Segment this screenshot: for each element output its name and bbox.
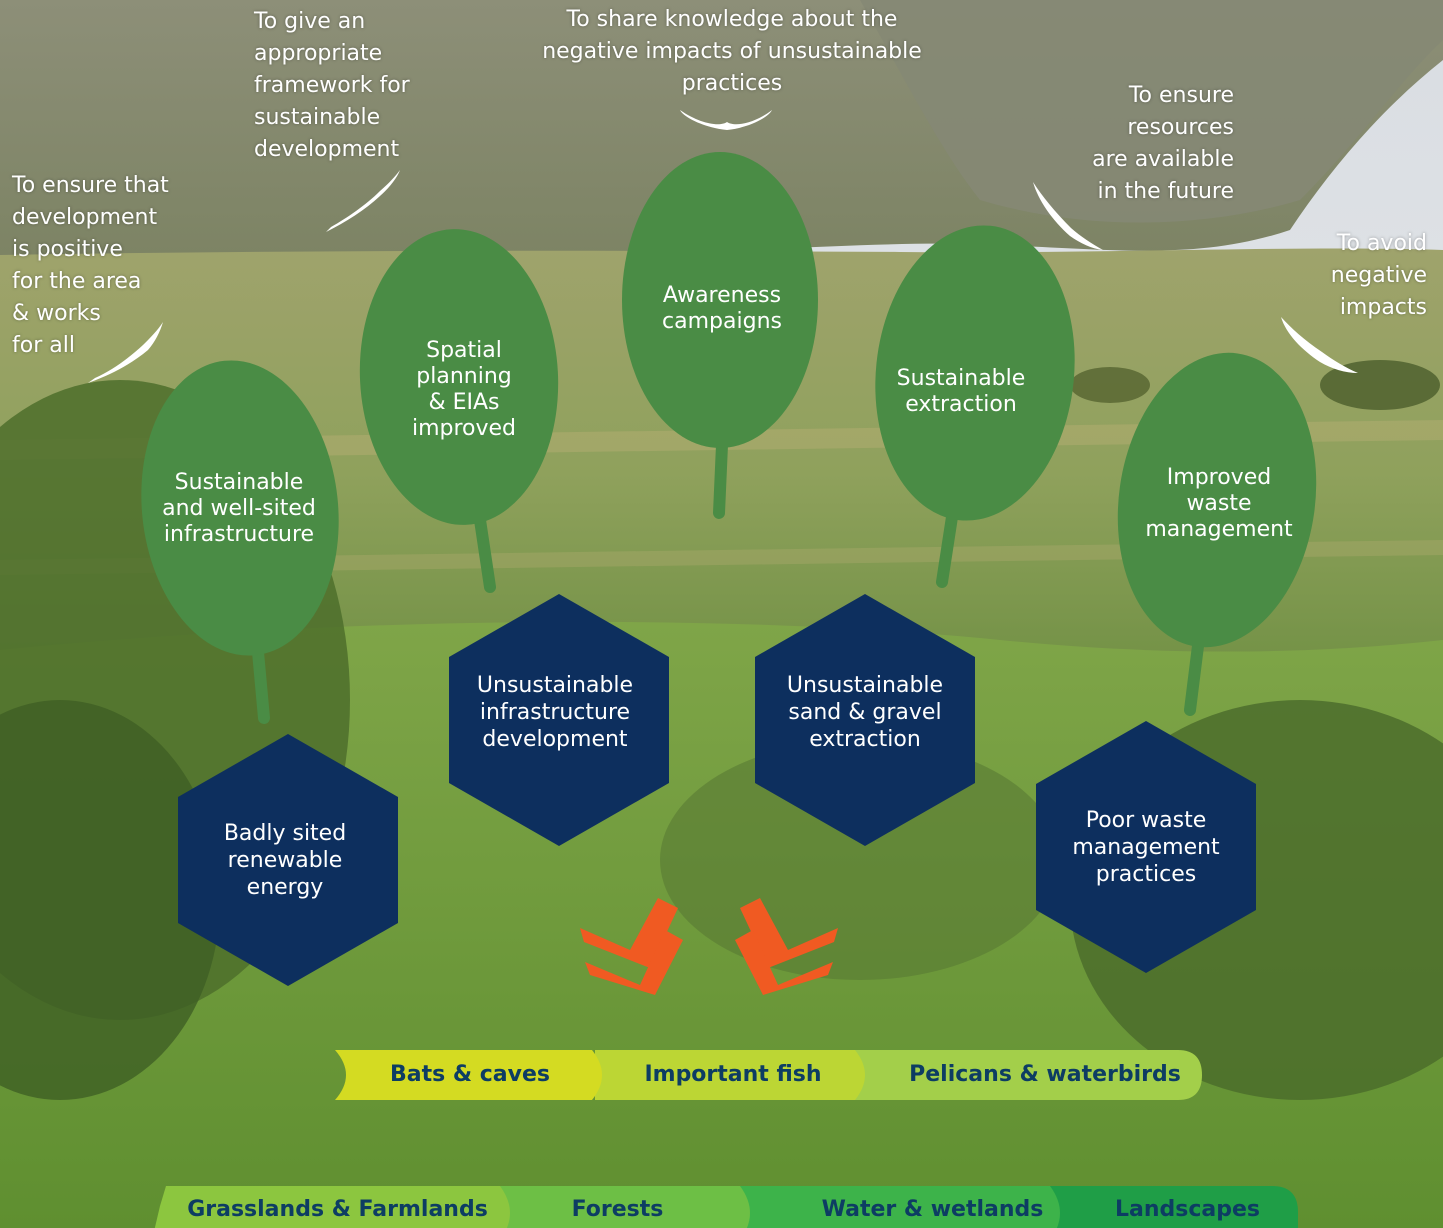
- leaf-stem: [474, 514, 496, 593]
- goal-label: To avoid negative impacts: [1330, 231, 1427, 320]
- field-strip: [0, 540, 1443, 575]
- chevron-arrow-icon: [735, 930, 833, 995]
- arrow-icons: [580, 898, 838, 995]
- habitat-band-segment: [154, 1186, 510, 1228]
- goal-label: To give an appropriate framework for sus…: [254, 9, 410, 162]
- bush-left: [0, 700, 220, 1100]
- species-target-label: Pelicans & waterbirds: [909, 1062, 1181, 1087]
- leaf-stem: [936, 511, 958, 588]
- threat-hexagon: [755, 594, 975, 846]
- threat-label: Badly sited renewable energy: [223, 821, 347, 900]
- threat-label: Poor waste management practices: [1072, 808, 1220, 887]
- chevron-arrow-icon: [740, 898, 838, 968]
- bird-icon: [326, 170, 400, 232]
- solution-leaf: [141, 360, 339, 724]
- species-target-label: Important fish: [644, 1062, 822, 1087]
- target-bands: [154, 1050, 1298, 1228]
- solution-label: Spatial planning & EIAs improved: [411, 338, 517, 441]
- leaf-shape: [622, 152, 818, 448]
- species-band-segment: [855, 1050, 1202, 1100]
- species-band-segment: [595, 1050, 865, 1100]
- trees-distant: [1070, 367, 1150, 403]
- solution-leaf: [1117, 352, 1317, 716]
- goal-label: To ensure resources are available in the…: [1092, 83, 1234, 204]
- habitat-target-label: Landscapes: [1114, 1197, 1261, 1222]
- chevron-arrow-icon: [580, 898, 678, 968]
- leaf-stem: [1184, 640, 1204, 716]
- threat-label: Unsustainable sand & gravel extraction: [786, 673, 944, 752]
- solution-leaf: [875, 225, 1075, 588]
- bird-icon: [1281, 317, 1358, 373]
- leaf-shape: [875, 225, 1075, 521]
- bird-icons: [88, 110, 1358, 383]
- habitat-band-segment: [1050, 1186, 1298, 1228]
- solution-label: Awareness campaigns: [662, 283, 782, 334]
- habitat-target-label: Water & wetlands: [821, 1197, 1044, 1222]
- species-target-label: Bats & caves: [390, 1062, 550, 1087]
- species-band-segment: [335, 1050, 602, 1100]
- habitat-target-label: Grasslands & Farmlands: [187, 1197, 488, 1222]
- solution-label: Improved waste management: [1145, 465, 1293, 542]
- solution-label: Sustainable extraction: [896, 366, 1026, 417]
- threat-hexagon: [178, 734, 398, 986]
- leaf-stem: [713, 439, 728, 519]
- leaf-shape: [359, 229, 559, 525]
- goal-label: To ensure that development is positive f…: [12, 173, 169, 358]
- threat-hexagon: [449, 594, 669, 846]
- chevron-arrow-icon: [585, 930, 683, 995]
- habitat-band-segment: [740, 1186, 1060, 1228]
- habitat-target-label: Forests: [571, 1197, 664, 1222]
- mountain-right-slope: [860, 0, 1443, 223]
- goal-label: To share knowledge about the negative im…: [542, 7, 922, 96]
- threat-hexagon: [1036, 721, 1256, 973]
- solution-leaf: [359, 229, 559, 593]
- leaf-shape: [141, 360, 339, 656]
- threat-label: Unsustainable infrastructure development: [476, 673, 634, 752]
- leaf-stem: [252, 646, 270, 724]
- solution-label: Sustainable and well-sited infrastructur…: [162, 470, 316, 547]
- bird-icon: [680, 110, 772, 130]
- habitat-band-segment: [500, 1186, 750, 1228]
- solution-leaf: [622, 152, 818, 519]
- solution-leaves: [141, 152, 1317, 724]
- threat-hexagons: [178, 594, 1256, 986]
- leaf-shape: [1117, 352, 1317, 648]
